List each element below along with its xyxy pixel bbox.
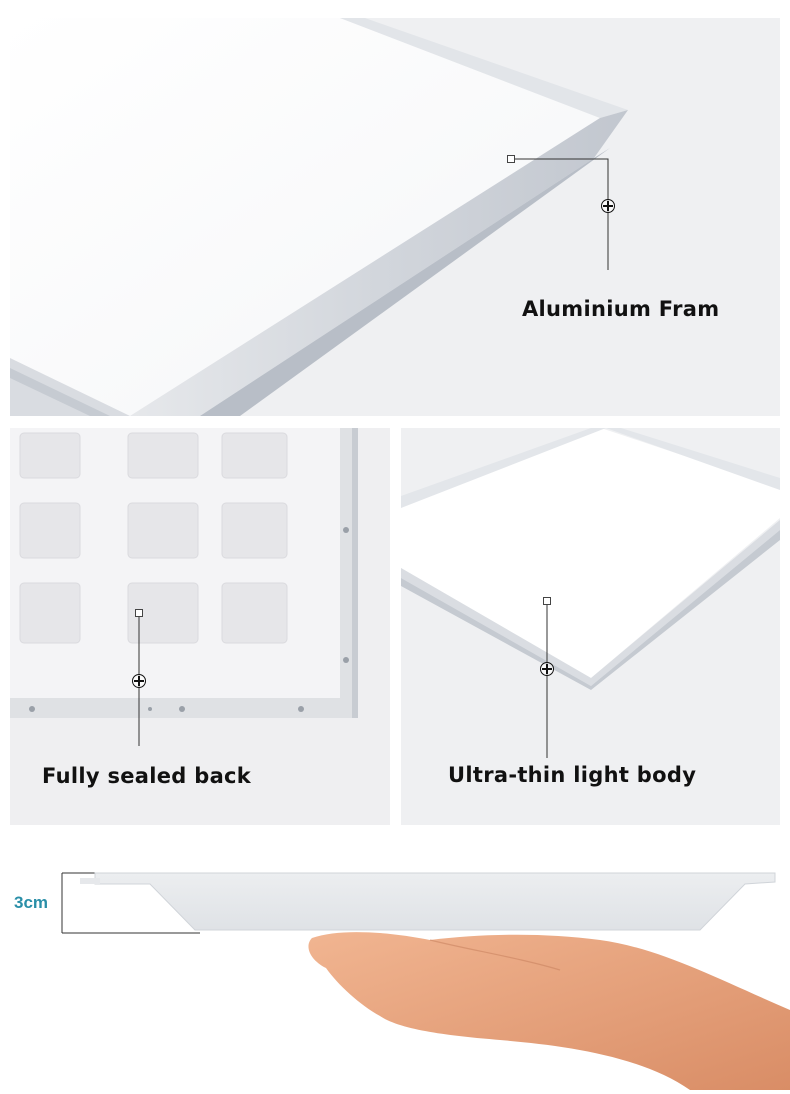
side-profile-photo: 3cm: [0, 840, 790, 1090]
caption-sealed-back: Fully sealed back: [42, 764, 252, 788]
side-profile-illustration: [61, 872, 790, 1090]
sealed-back-illustration: [10, 428, 390, 825]
body-marker-square: [543, 597, 551, 605]
thin-body-illustration: [401, 428, 780, 825]
back-marker-square: [135, 609, 143, 617]
frame-closeup-illustration: [10, 18, 780, 416]
back-marker-plus: [132, 674, 146, 688]
frame-marker-square: [507, 155, 515, 163]
frame-marker-plus: [601, 199, 615, 213]
sealed-back-photo: Fully sealed back: [10, 428, 390, 825]
thickness-label: 3cm: [14, 893, 49, 912]
caption-aluminium-frame: Aluminium Fram: [522, 297, 720, 321]
body-marker-plus: [540, 662, 554, 676]
frame-closeup-photo: Aluminium Fram: [10, 18, 780, 416]
caption-ultra-thin-body: Ultra-thin light body: [448, 763, 697, 787]
thin-body-photo: Ultra-thin light body: [401, 428, 780, 825]
